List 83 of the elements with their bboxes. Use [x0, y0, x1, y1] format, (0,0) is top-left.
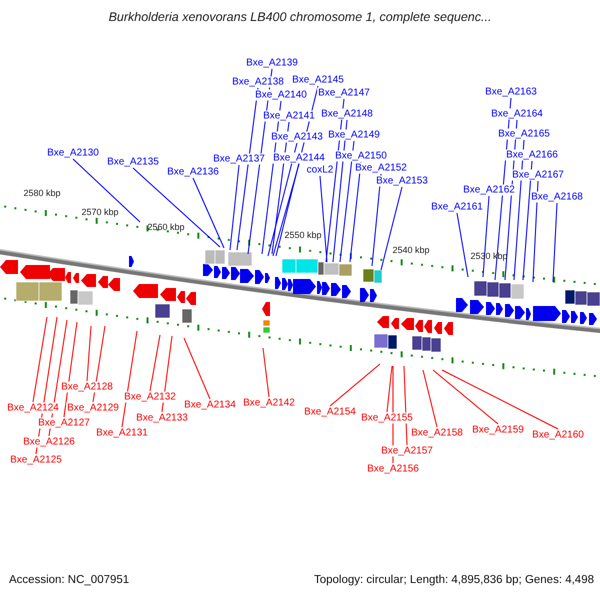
gene-label: Bxe_A2127 — [37, 418, 91, 428]
leader-line — [150, 334, 160, 392]
gene-label: Bxe_A2154 — [303, 406, 357, 418]
gene-label: Bxe_A2137 — [212, 154, 266, 164]
gene-label: Bxe_A2149 — [327, 130, 381, 140]
gene-label: Bxe_A2164 — [490, 108, 544, 120]
gene-label: Bxe_A2147 — [317, 88, 371, 98]
gene-label: Bxe_A2136 — [166, 166, 220, 178]
gene-label: Bxe_A2135 — [106, 156, 160, 168]
gene-label: Bxe_A2139 — [245, 58, 299, 68]
leader-line — [230, 164, 240, 250]
gene-label: Bxe_A2168 — [530, 192, 584, 202]
position-label: 2550 kbp — [284, 230, 322, 240]
leader-line — [268, 142, 298, 256]
gene-label: Bxe_A2129 — [66, 402, 120, 414]
leader-line — [192, 178, 224, 248]
leader-line — [404, 366, 408, 446]
gene-label: Bxe_A2141 — [262, 110, 316, 122]
gene-label: Bxe_A2132 — [123, 392, 177, 402]
gene-label: Bxe_A2145 — [291, 74, 345, 86]
leader-line — [552, 202, 558, 282]
leader-line — [122, 330, 138, 428]
gene-label: Bxe_A2142 — [242, 398, 296, 408]
gene-label: Bxe_A2163 — [484, 86, 538, 98]
gene-label: Bxe_A2158 — [410, 428, 464, 438]
gene-label: Bxe_A2138 — [231, 76, 285, 88]
leader-line — [386, 366, 392, 412]
gene-label: Bxe_A2143 — [270, 132, 324, 142]
gene-label: Bxe_A2126 — [22, 436, 76, 448]
gene-label: Bxe_A2148 — [320, 108, 374, 120]
leader-line — [272, 164, 300, 256]
gene-label: Bxe_A2157 — [380, 446, 434, 456]
leader-line — [262, 348, 270, 398]
leader-line — [132, 168, 220, 248]
leader-line — [432, 370, 498, 424]
leader-line — [86, 326, 92, 382]
leader-line — [442, 370, 558, 430]
leader-line — [64, 322, 78, 418]
position-label: 2570 kbp — [81, 207, 119, 217]
leader-line — [350, 162, 362, 262]
position-label: 2560 kbp — [147, 222, 185, 232]
gene-label: Bxe_A2161 — [430, 202, 484, 212]
gene-label: Bxe_A2153 — [375, 176, 429, 186]
leader-line — [522, 160, 532, 280]
gene-label: Bxe_A2150 — [334, 150, 388, 162]
gene-label: Bxe_A2134 — [183, 400, 237, 410]
leader-line — [332, 120, 348, 262]
leader-line — [482, 196, 490, 278]
gene-label: Bxe_A2133 — [135, 412, 189, 424]
gene-label: Bxe_A2124 — [6, 402, 60, 414]
position-label: 2580 kbp — [23, 188, 61, 198]
gene-label: Bxe_A2166 — [505, 150, 559, 160]
leader-line — [72, 158, 140, 222]
gene-label: Bxe_A2130 — [46, 148, 100, 158]
gene-label: Bxe_A2160 — [531, 430, 585, 440]
gene-label: Bxe_A2131 — [95, 428, 149, 438]
title: Burkholderia xenovorans LB400 chromosome 1, complete sequenc... — [108, 10, 492, 24]
leader-line — [320, 176, 328, 262]
gene-label: Bxe_A2144 — [272, 152, 326, 164]
gene-label: Bxe_A2156 — [366, 464, 420, 474]
gene-label: Bxe_A2140 — [254, 90, 308, 100]
gene-label: Bxe_A2162 — [462, 184, 516, 196]
leader-line — [330, 364, 380, 406]
leader-line — [456, 212, 468, 278]
gene-label: Bxe_A2128 — [60, 382, 114, 392]
leader-line — [380, 186, 402, 270]
gene-label: Bxe_A2155 — [360, 412, 414, 424]
leader-line — [32, 316, 48, 402]
gene-label: Bxe_A2152 — [354, 162, 408, 174]
footer-text: Topology: circular; Length: 4,895,836 bp; Genes: 4,498 — [314, 574, 594, 586]
position-label: 2540 kbp — [392, 245, 430, 255]
leader-line — [422, 370, 438, 428]
leader-line — [184, 338, 210, 400]
leader-line — [340, 140, 354, 262]
gene-label: Bxe_A2167 — [511, 170, 565, 180]
footer-text: Accession: NC_007951 — [9, 574, 130, 586]
leader-line — [372, 174, 382, 266]
gene-label: coxL2 — [306, 164, 334, 176]
leader-line — [236, 88, 258, 250]
gene-label: Bxe_A2159 — [471, 424, 525, 436]
gene-label: Bxe_A2165 — [497, 128, 551, 140]
gene-label: Bxe_A2125 — [9, 454, 63, 466]
leader-line — [532, 180, 538, 282]
